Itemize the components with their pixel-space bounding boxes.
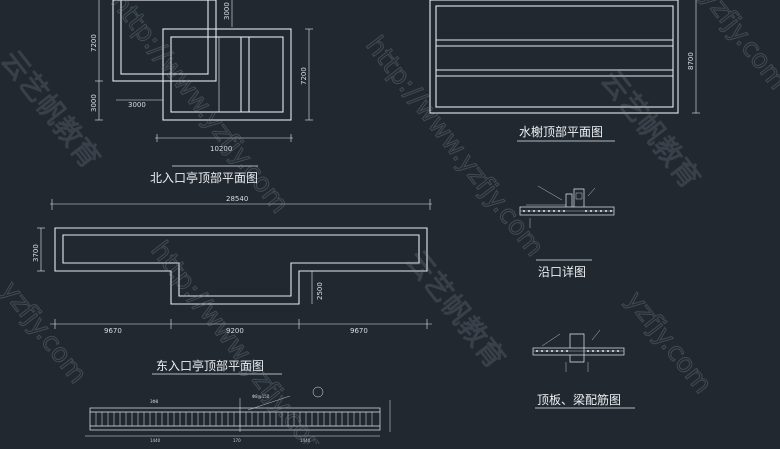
rebar-dim-left: 1440 (150, 438, 161, 443)
detail-bar-ticks (522, 209, 620, 353)
dim-north-inner: 3000 (128, 101, 146, 109)
watermark-brand-right: 云艺帆教育 (594, 64, 706, 195)
dim-east-mid: 9200 (226, 327, 244, 335)
dim-east-step: 2500 (316, 282, 324, 300)
watermark-site-lower: http://www.yzfjy.com (144, 236, 334, 444)
watermark-site-bottom-right: yzfjy.com (619, 286, 717, 400)
eave-detail-title: 沿口详图 (538, 264, 586, 279)
dim-east-total: 28540 (226, 195, 248, 203)
dim-north-top-right: 3000 (223, 2, 231, 20)
north-pavilion-title: 北入口亭顶部平面图 (150, 170, 258, 185)
waterside-title: 水榭顶部平面图 (519, 124, 603, 139)
eave-detail (519, 185, 615, 261)
rebar-dim-mid: 170 (233, 438, 241, 443)
rebar-label-left: 3Φ8 (150, 399, 159, 404)
dim-north-left-lower: 3000 (90, 94, 98, 112)
watermark-brand-center: 云艺帆教育 (399, 244, 511, 375)
rebar-elevation (85, 386, 391, 437)
slab-beam-detail (532, 329, 635, 409)
watermark-site-right: yzfjy.com (694, 0, 780, 96)
watermark-site-left: http://www.yzfjy.com (104, 0, 294, 219)
rebar-stirrups (95, 412, 373, 426)
rebar-dim-right: 1440 (300, 438, 311, 443)
waterside-plan (429, 0, 700, 142)
north-pavilion-plan (95, 0, 313, 167)
east-pavilion-plan (37, 199, 432, 375)
dim-waterside-right: 8700 (687, 52, 695, 70)
dim-north-left-upper: 7200 (90, 34, 98, 52)
east-pavilion-title: 东入口亭顶部平面图 (156, 358, 264, 373)
slab-beam-title: 顶板、梁配筋图 (537, 392, 621, 407)
dim-north-bottom: 10200 (210, 145, 232, 153)
dim-east-height: 3700 (32, 244, 40, 262)
dim-east-left: 9670 (104, 327, 122, 335)
dim-north-right: 7200 (300, 67, 308, 85)
dim-east-right: 9670 (350, 327, 368, 335)
rebar-label-mid: Φ8@150 (252, 394, 270, 399)
watermark-site-bottom-left: yzfjy.com (0, 276, 93, 390)
